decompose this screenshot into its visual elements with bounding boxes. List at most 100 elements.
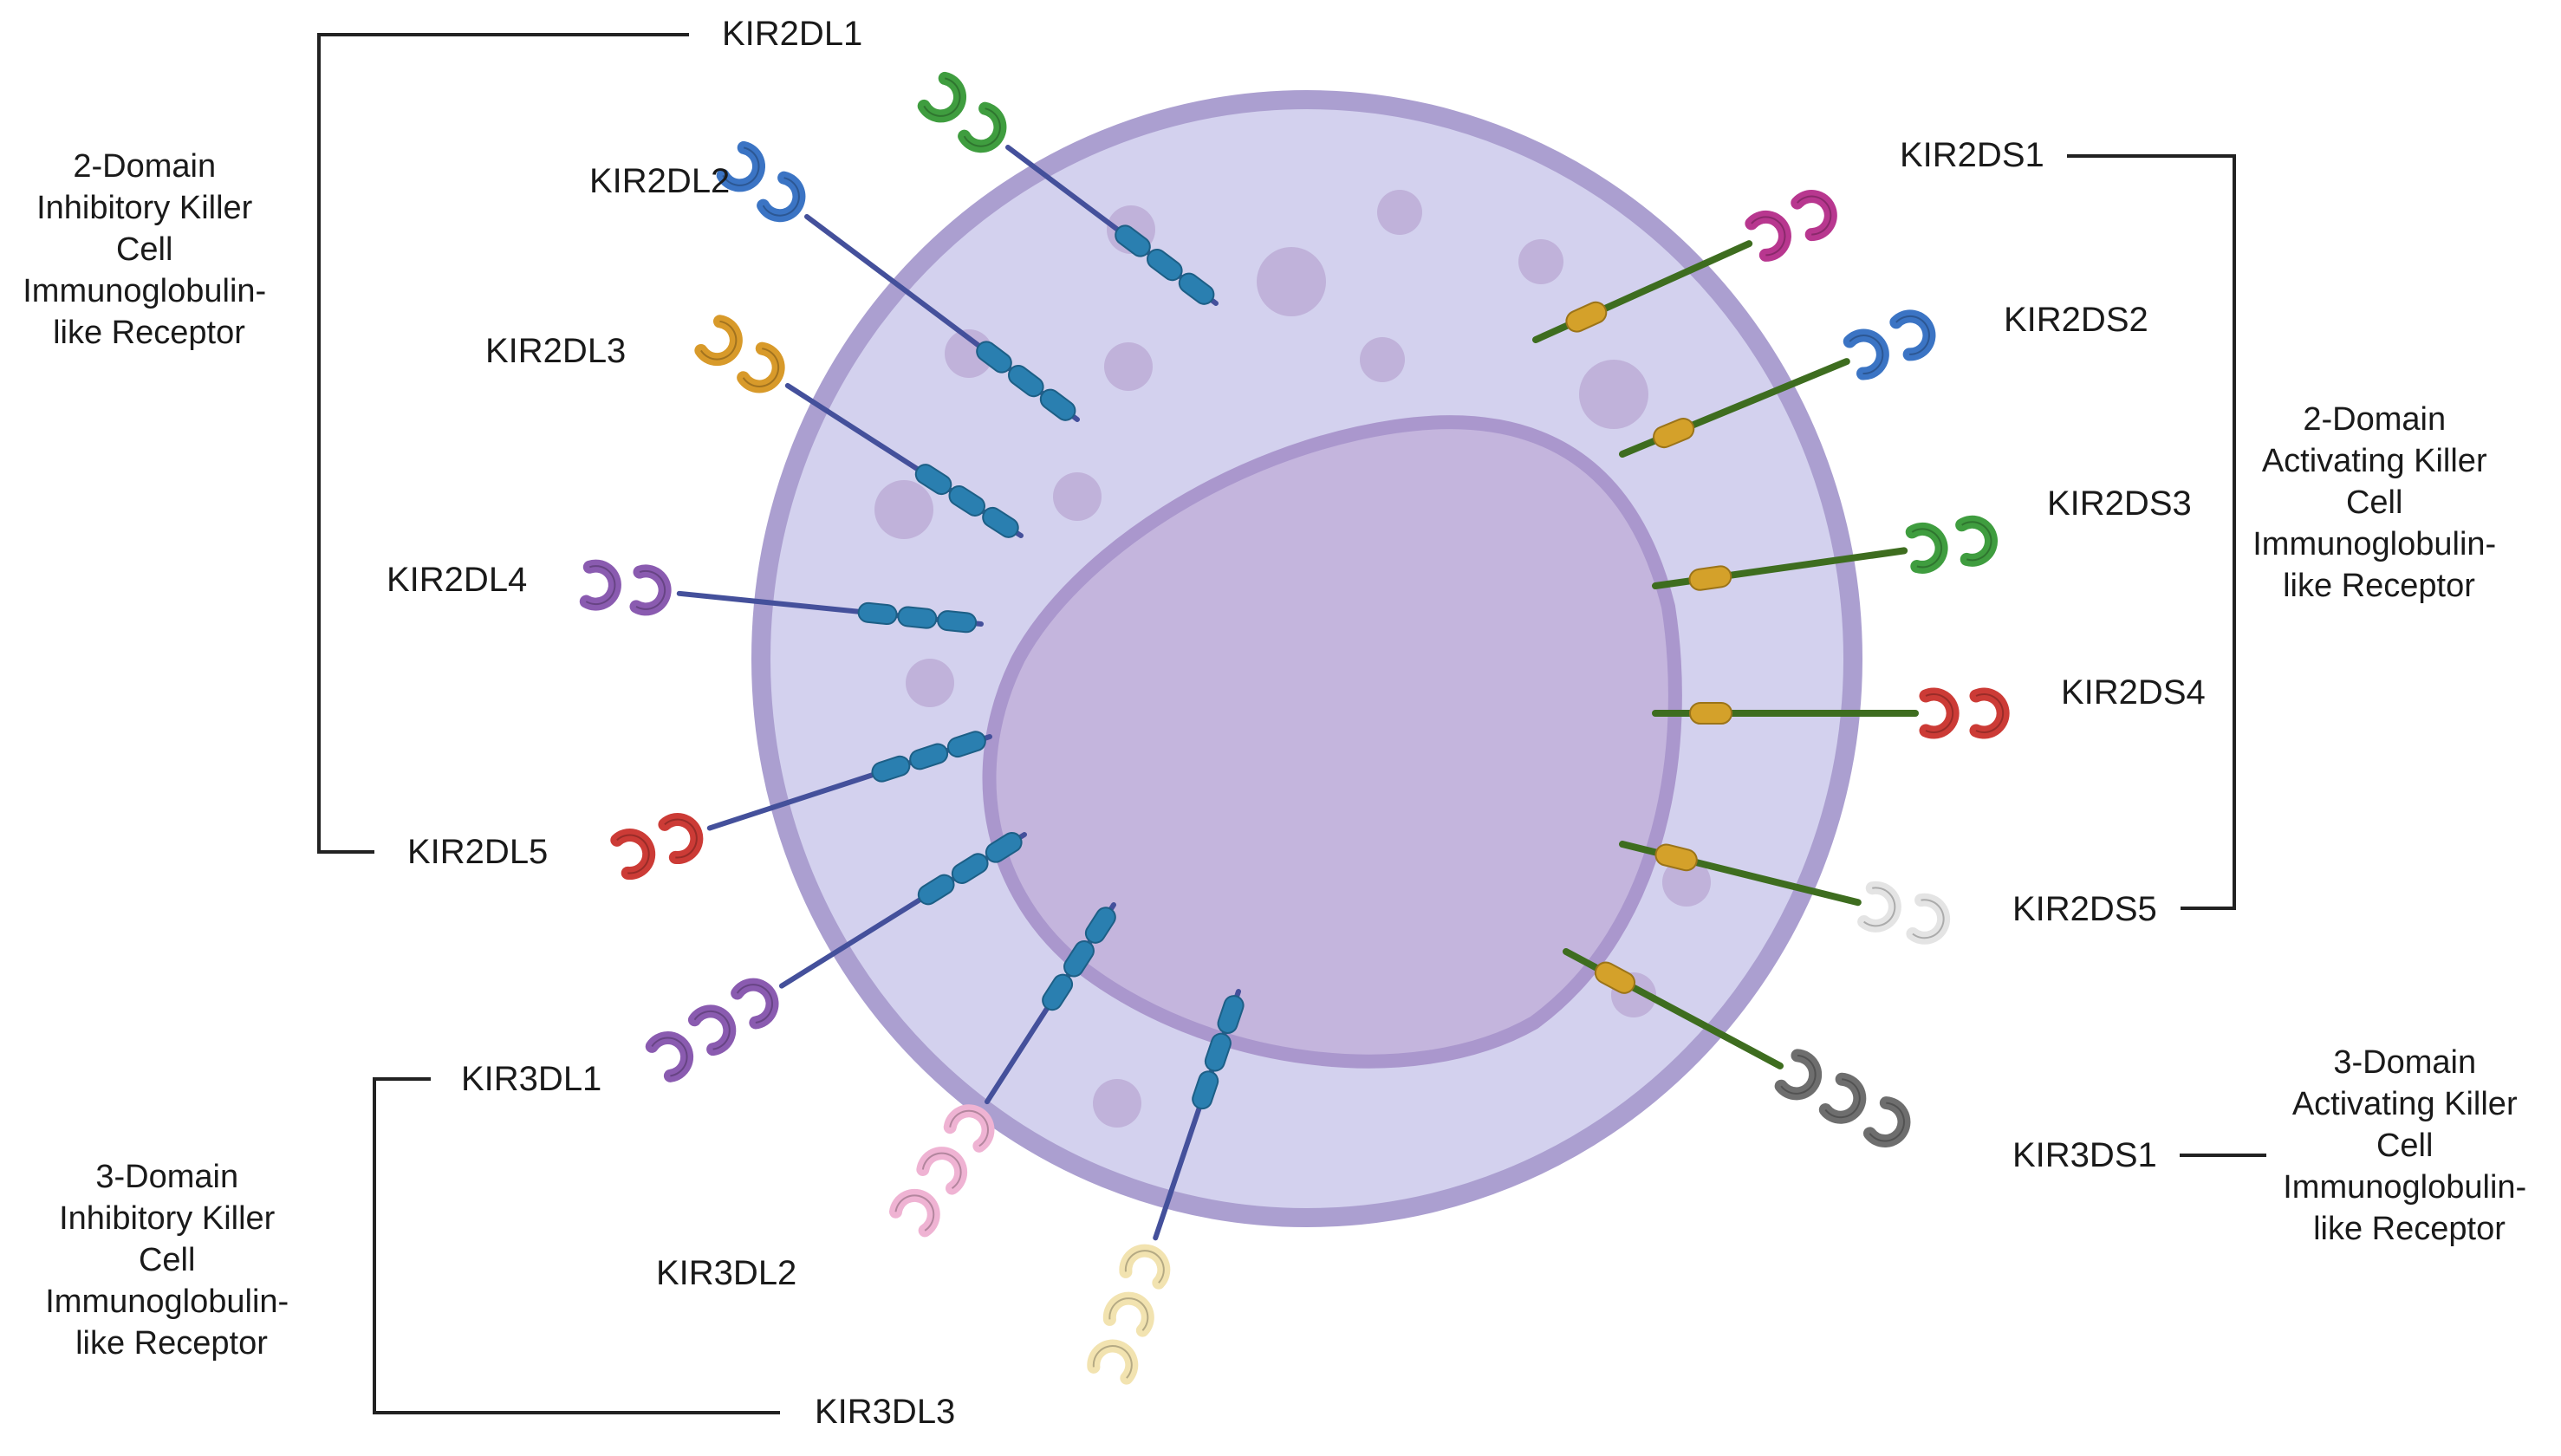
label-kir2ds3: KIR2DS3 — [2047, 484, 2192, 523]
ig-domain-outline — [762, 177, 800, 217]
granule — [945, 329, 993, 378]
ig-domain — [1906, 893, 1951, 945]
ig-domain — [1745, 210, 1791, 262]
bracket-2d-inhibitory — [317, 33, 689, 854]
receptor-kir2dl4 — [579, 559, 984, 634]
ig-domain — [916, 1147, 968, 1195]
label-kir2ds4: KIR2DS4 — [2061, 673, 2206, 712]
ig-domain-outline — [1961, 521, 1992, 562]
receptor-kir3ds1 — [1563, 948, 1911, 1147]
ig-domain-outline — [736, 984, 773, 1024]
ig-domain-outline — [664, 818, 698, 859]
ig-domain — [1818, 1072, 1867, 1124]
ig-domain-outline — [1797, 195, 1832, 236]
ig-domain-outline — [1975, 693, 2005, 733]
ig-domain-outline — [1751, 216, 1786, 257]
ig-domain-outline — [1869, 1102, 1905, 1142]
receptor-kir2dl1 — [917, 71, 1219, 306]
receptor-kir2ds1 — [1532, 190, 1837, 343]
ig-domain-outline — [722, 146, 760, 186]
itim-motif — [946, 731, 986, 758]
itim-motif — [948, 485, 986, 517]
ig-domain-outline — [585, 565, 616, 606]
itim-motif — [1204, 1032, 1232, 1072]
granule — [1579, 360, 1648, 429]
granule — [1093, 1079, 1141, 1128]
ig-domain-outline — [1849, 335, 1884, 375]
ig-domain — [958, 101, 1007, 153]
bracket-3d-inhibitory — [373, 1077, 780, 1414]
ig-domain — [917, 71, 967, 123]
ig-domain — [943, 1104, 995, 1153]
ig-domain — [687, 1004, 737, 1056]
receptor-kir2dl3 — [694, 315, 1024, 538]
transmembrane-anchor — [1653, 417, 1695, 449]
receptor-kir3dl1 — [645, 831, 1027, 1082]
ig-domain — [1774, 1049, 1823, 1101]
granule — [906, 659, 954, 707]
ig-domain-outline — [1108, 1297, 1149, 1331]
itim-motif — [976, 341, 1012, 374]
ig-domain — [888, 1188, 940, 1238]
cell-nucleus — [982, 415, 1682, 1069]
granule — [874, 480, 933, 539]
transmembrane-anchor — [1689, 702, 1732, 725]
ig-domain-outline — [693, 1010, 731, 1050]
ig-domain — [579, 559, 621, 611]
receptor-kir3dl3 — [1087, 989, 1245, 1385]
itim-motif — [937, 610, 978, 634]
ig-domain-outline — [1912, 899, 1945, 939]
ig-domain — [731, 978, 779, 1030]
granule — [1662, 858, 1711, 907]
itim-motif — [985, 831, 1023, 863]
ig-domain — [1843, 328, 1889, 380]
label-kir2dl1: KIR2DL1 — [722, 15, 862, 53]
ig-domain-outline — [616, 834, 650, 874]
ig-domain-outline — [1911, 528, 1943, 569]
label-kir2dl3: KIR2DL3 — [485, 332, 626, 370]
itim-motif — [982, 506, 1019, 538]
ig-domain — [1857, 881, 1901, 933]
ig-domain-outline — [1092, 1345, 1133, 1379]
ig-domain-outline — [1925, 693, 1954, 733]
brackets — [317, 33, 2266, 1414]
granule — [1377, 190, 1422, 235]
ig-domain — [645, 1031, 694, 1082]
ig-domain — [757, 171, 806, 223]
ig-domain-outline — [1895, 315, 1930, 355]
ig-domain — [1102, 1291, 1154, 1337]
itim-motif — [871, 755, 911, 783]
itim-motif — [914, 464, 952, 496]
itim-motif — [1084, 907, 1116, 944]
label-kir3dl2: KIR3DL2 — [656, 1254, 796, 1292]
cytoplasm-granules — [874, 190, 1711, 1128]
receptor-kir3dl2 — [888, 902, 1116, 1238]
itim-motif — [1063, 939, 1095, 978]
ig-domain-outline — [949, 1109, 989, 1147]
receptor-kir2ds5 — [1619, 841, 1951, 945]
label-kir3dl1: KIR3DL1 — [461, 1060, 601, 1098]
receptor-kir2dl5 — [610, 731, 992, 880]
label-kir2ds2: KIR2DS2 — [2004, 301, 2148, 339]
ig-domain — [629, 564, 672, 616]
itim-motif — [909, 743, 949, 770]
bracket-2d-activating — [2067, 154, 2236, 910]
ig-domain-outline — [1780, 1054, 1817, 1095]
ig-domain — [1889, 309, 1936, 361]
label-kir3ds1: KIR3DS1 — [2012, 1136, 2157, 1174]
ig-domain — [610, 829, 656, 880]
label-kir2ds5: KIR2DS5 — [2012, 890, 2157, 928]
granule — [1257, 247, 1326, 316]
receptor-kir2dl2 — [716, 140, 1080, 422]
ig-domain — [1791, 190, 1837, 242]
group-label-3d-inhibitory: 3-Domain Inhibitory Killer Cell Immunogl… — [45, 1159, 297, 1362]
itim-motif — [951, 853, 989, 884]
ig-domain-outline — [1863, 887, 1896, 927]
granule — [1053, 472, 1102, 521]
itim-motif — [1178, 272, 1215, 305]
label-kir3dl3: KIR3DL3 — [815, 1393, 955, 1431]
label-kir2ds1: KIR2DS1 — [1900, 136, 2044, 174]
receptor-layer — [579, 71, 2010, 1385]
ig-domain — [1919, 687, 1960, 739]
receptor-kir2ds2 — [1619, 309, 1936, 458]
